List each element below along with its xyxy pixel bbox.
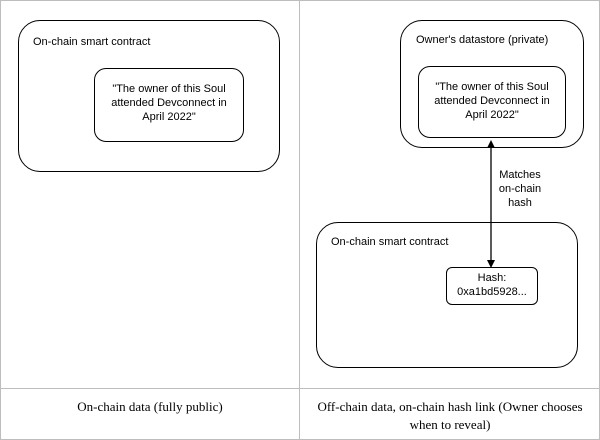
- datastore-label: Owner's datastore (private): [416, 34, 549, 46]
- right-caption: Off-chain data, on-chain hash link (Owne…: [317, 399, 583, 432]
- hash-label: Hash:: [477, 272, 507, 284]
- left-statement-box: [94, 68, 244, 142]
- left-statement-text: "The owner of this Soul attended Devconn…: [111, 83, 227, 123]
- column-divider: [299, 0, 300, 440]
- right-statement-text: "The owner of this Soul attended Devconn…: [434, 81, 550, 121]
- left-smart-contract-label: On-chain smart contract: [33, 36, 151, 48]
- left-caption: On-chain data (fully public): [77, 399, 223, 414]
- hash-value: 0xa1bd5928...: [457, 286, 527, 298]
- hash-box: [446, 267, 538, 305]
- caption-divider: [0, 388, 600, 389]
- arrow-label: Matches on-chain hash: [498, 169, 542, 209]
- right-statement-box: [418, 66, 566, 138]
- right-smart-contract-label: On-chain smart contract: [331, 236, 449, 248]
